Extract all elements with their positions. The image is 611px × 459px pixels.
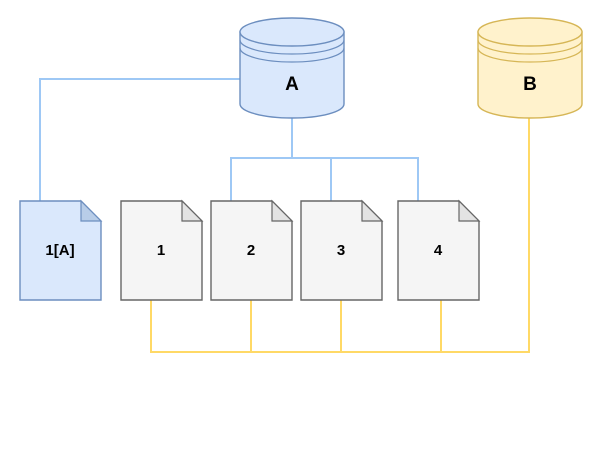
- database-a-body: [239, 31, 345, 119]
- document-3-body: [300, 200, 383, 301]
- edge-layer: [39, 78, 530, 353]
- database-a-top-ellipse: [239, 17, 345, 47]
- edge-a-to-doc-1a[interactable]: [39, 78, 241, 206]
- node-document-2[interactable]: 2: [210, 199, 294, 301]
- database-b-ring-1: [477, 39, 583, 55]
- database-b-top-ellipse: [477, 17, 583, 47]
- document-3-fold: [361, 199, 384, 222]
- node-document-4[interactable]: 4: [397, 199, 481, 301]
- document-1a-fold: [80, 199, 103, 222]
- node-database-b[interactable]: B: [477, 17, 583, 119]
- node-document-1a[interactable]: 1[A]: [19, 199, 103, 301]
- database-a-ring-1: [239, 39, 345, 55]
- document-1a-body: [19, 200, 102, 301]
- document-2-body: [210, 200, 293, 301]
- document-1-fold: [181, 199, 204, 222]
- document-4-body: [397, 200, 480, 301]
- database-b-ring-2: [477, 47, 583, 63]
- node-database-a[interactable]: A: [239, 17, 345, 119]
- document-1-body: [120, 200, 203, 301]
- database-b-body: [477, 31, 583, 119]
- node-layer: A B 1[A] 1: [19, 17, 583, 301]
- node-document-1[interactable]: 1: [120, 199, 204, 301]
- document-2-fold: [271, 199, 294, 222]
- database-a-ring-2: [239, 47, 345, 63]
- document-4-fold: [458, 199, 481, 222]
- node-document-3[interactable]: 3: [300, 199, 384, 301]
